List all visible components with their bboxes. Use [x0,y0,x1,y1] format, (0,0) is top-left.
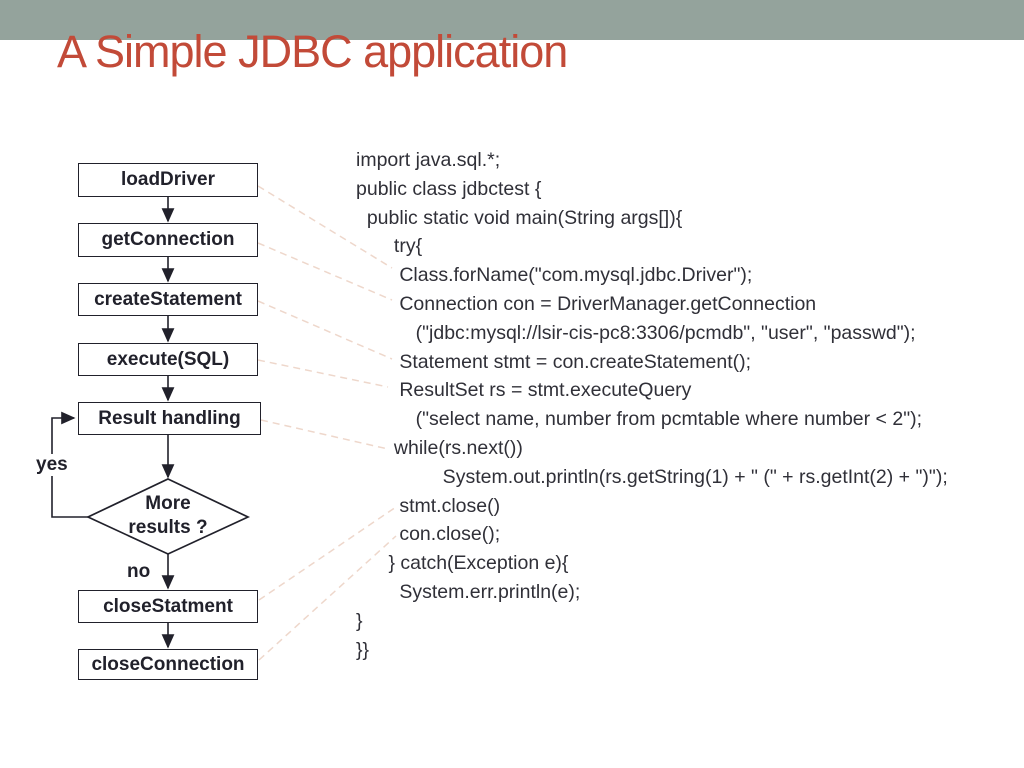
code-line: System.out.println(rs.getString(1) + " (… [356,465,948,488]
decision-diamond [85,478,251,555]
code-block: import java.sql.*; public class jdbctest … [356,146,948,664]
code-line: Class.forName("com.mysql.jdbc.Driver"); [356,264,753,287]
flow-node-closestatment: closeStatment [78,590,258,623]
code-line: public static void main(String args[]){ [356,206,683,229]
code-line: ("jdbc:mysql://lsir-cis-pc8:3306/pcmdb",… [356,321,916,344]
flow-node-createstatement: createStatement [78,283,258,316]
flow-node-getconnection: getConnection [78,223,258,257]
code-line: } catch(Exception e){ [356,552,569,575]
edge-label-yes: yes [34,454,70,476]
code-line: ResultSet rs = stmt.executeQuery [356,379,692,402]
slide-title: A Simple JDBC application [57,26,568,77]
code-line: stmt.close() [356,494,501,517]
code-line: try{ [356,235,423,258]
decision-label: More results ? [88,492,248,540]
code-line: } [356,609,363,632]
code-line: }} [356,638,370,661]
callout-lines [257,185,397,661]
code-line: Connection con = DriverManager.getConnec… [356,292,817,315]
edge-label-no: no [127,561,151,582]
flow-node-closeconnection: closeConnection [78,649,258,680]
decision-label-line2: results ? [128,517,208,538]
top-band [0,0,1024,40]
code-line: ("select name, number from pcmtable wher… [356,408,923,431]
code-line: while(rs.next()) [356,436,523,459]
code-line: Statement stmt = con.createStatement(); [356,350,752,373]
flow-node-result-handling: Result handling [78,402,261,435]
code-line: public class jdbctest { [356,177,542,200]
flow-node-loaddriver: loadDriver [78,163,258,197]
code-line: con.close(); [356,523,501,546]
code-line: import java.sql.*; [356,149,501,171]
code-line: System.err.println(e); [356,580,581,603]
decision-label-line1: More [145,493,191,514]
flow-node-execute-sql: execute(SQL) [78,343,258,376]
